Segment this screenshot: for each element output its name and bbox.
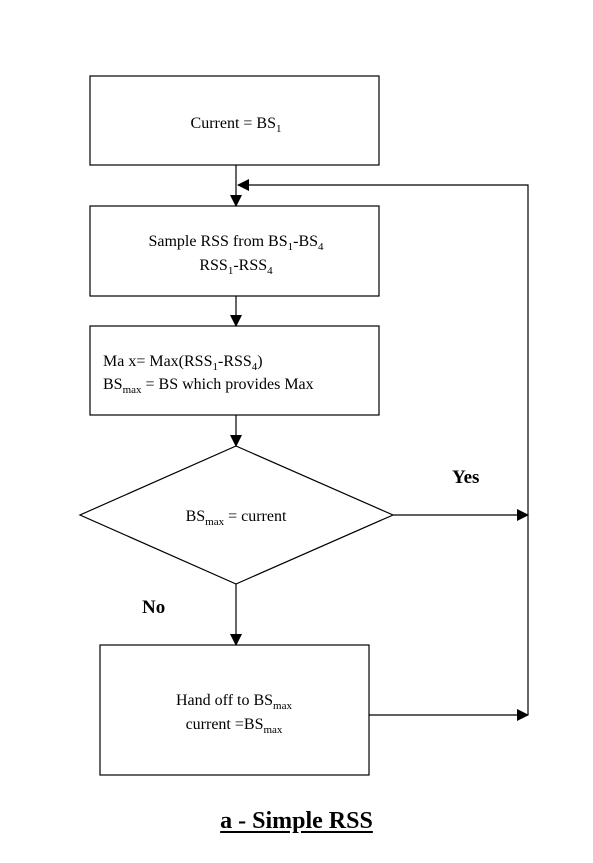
- sample-box: [89, 205, 380, 297]
- handoff-text-line1: Hand off to BSmax: [176, 692, 292, 712]
- max-text-line1: Ma x= Max(RSS1-RSS4): [103, 353, 263, 373]
- handoff-box: [99, 644, 370, 776]
- handoff-text-line2: current =BSmax: [186, 716, 283, 736]
- sample-text-line1: Sample RSS from BS1-BS4: [148, 233, 324, 253]
- figure-caption: a - Simple RSS: [220, 808, 373, 834]
- max-box: [89, 325, 380, 416]
- loop-back-line: [237, 179, 529, 715]
- yes-label: Yes: [452, 467, 479, 488]
- sample-text-line2: RSS1-RSS4: [199, 257, 273, 277]
- decision-text: BSmax = current: [186, 508, 287, 528]
- max-text-line2: BSmax = BS which provides Max: [103, 376, 314, 396]
- no-label: No: [142, 597, 165, 618]
- start-text: Current = BS1: [191, 115, 282, 135]
- start-box: [89, 75, 380, 166]
